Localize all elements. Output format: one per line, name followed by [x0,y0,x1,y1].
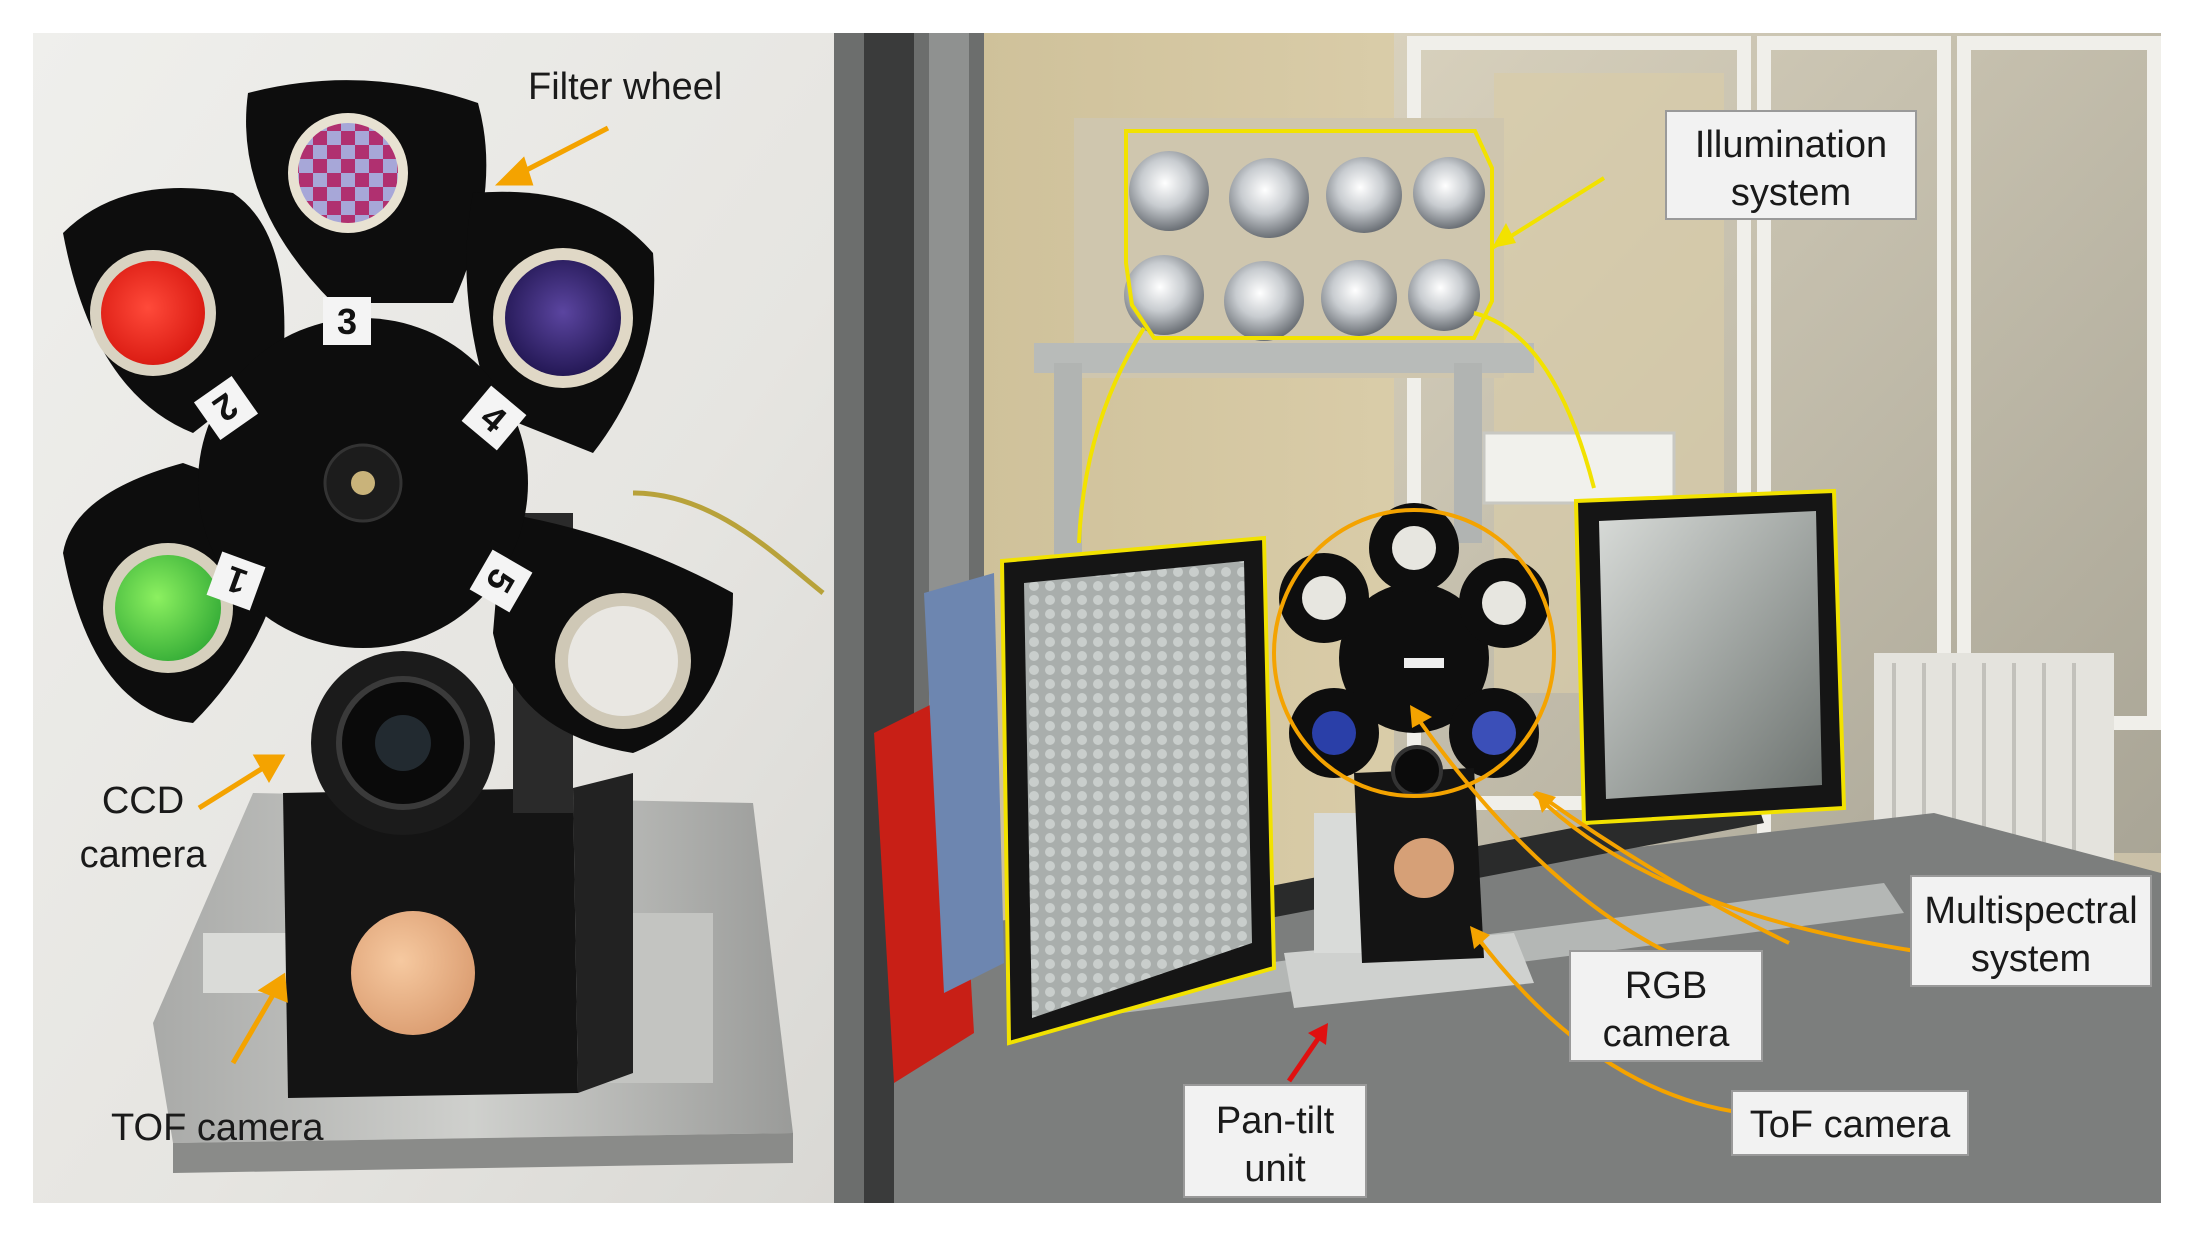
label-multispectral-system: Multispectral system [1910,875,2152,987]
arrow-tof [257,972,288,1003]
arrow-multispectral [1536,791,1556,813]
right-floodlight [1573,488,1847,826]
label-multispectral-line2: system [1971,938,2091,980]
label-filter-wheel: Filter wheel [528,66,722,108]
label-illumination-system: Illumination system [1665,110,1917,220]
lamp-array [1124,151,1485,341]
label-illumination-line2: system [1731,172,1851,214]
label-ccd-line2: camera [80,834,208,876]
filter-number-3: 3 [337,301,357,342]
label-pantilt-line2: unit [1244,1148,1306,1190]
label-rgb-camera: RGB camera [1569,950,1763,1062]
label-pan-tilt-unit: Pan-tilt unit [1183,1084,1367,1198]
left-floodlight [999,535,1277,1046]
illumination-highlight [1124,129,1494,340]
arrow-filter-wheel [494,156,534,186]
arrow-pan-tilt [1308,1023,1328,1045]
multispectral-wheel [1279,503,1549,778]
label-ccd-line1: CCD [102,780,184,822]
svg-text:ToF camera: ToF camera [1750,1104,1951,1146]
arrow-illumination [1492,223,1516,248]
label-pantilt-line1: Pan-tilt [1216,1100,1335,1142]
label-tof-camera-right: ToF camera [1731,1090,1969,1156]
label-multispectral-line1: Multispectral [1924,890,2137,932]
filter-wheel-photo: 1 2 3 4 5 Filter wheel CCD [33,33,835,1203]
lab-setup-photo: Illumination system Multispectral system… [834,33,2161,1203]
arrow-rgb [1410,705,1432,728]
multispectral-highlight [1272,508,1556,798]
photo-panel-left: 1 2 3 4 5 Filter wheel CCD [33,33,835,1203]
arrow-tof-right [1470,926,1490,949]
photo-panel-right: Illumination system Multispectral system… [834,33,2161,1203]
label-illumination-line1: Illumination [1695,124,1887,166]
arrow-ccd [252,754,286,784]
filter-number-tags: 1 2 3 4 5 [193,297,533,613]
label-tof-camera: TOF camera [111,1107,324,1149]
label-rgb-line1: RGB [1625,965,1707,1007]
label-rgb-line2: camera [1603,1013,1731,1055]
